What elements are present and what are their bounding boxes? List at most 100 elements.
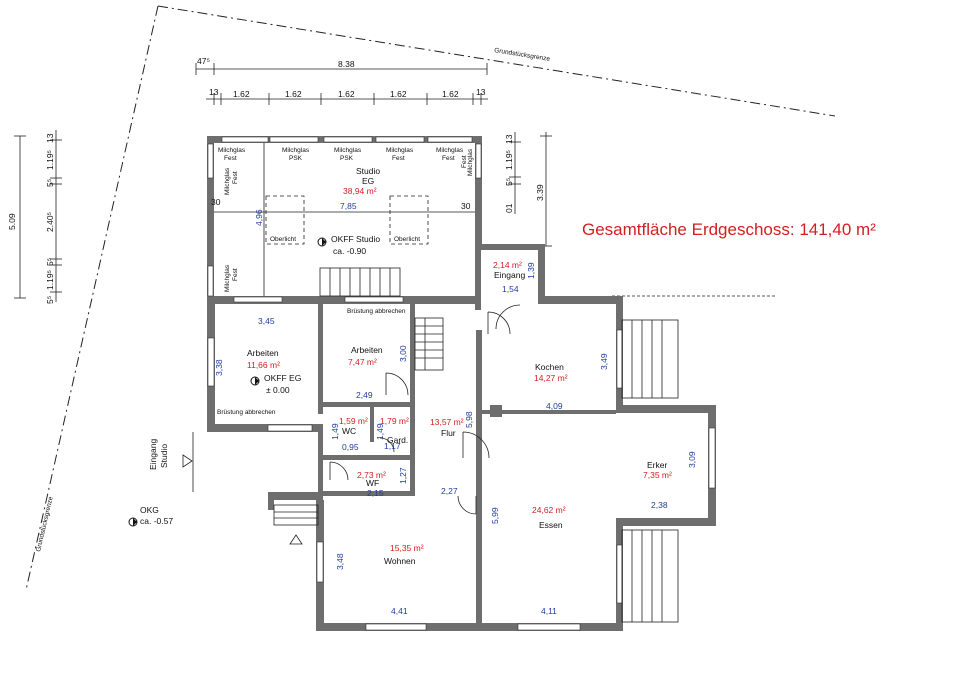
dim-studio-30b: 30 bbox=[461, 201, 471, 211]
win-label-2b: PSK bbox=[289, 155, 303, 162]
dim-right-01: 01 bbox=[504, 203, 514, 213]
wf-room: 2,73 m² WF 2,15 1,27 bbox=[357, 467, 408, 498]
okff-eg-label: OKFF EG bbox=[264, 373, 301, 383]
dim-eingang-h: 1,39 bbox=[526, 262, 536, 279]
studio-area: 38,94 m² bbox=[343, 186, 377, 196]
eingang-area: 2,14 m² bbox=[493, 260, 522, 270]
wc-room: 1,59 m² WC 1,49 0,95 bbox=[330, 416, 368, 452]
stairs bbox=[414, 317, 444, 371]
erker-room: Erker 7,35 m² 3,09 2,38 bbox=[643, 451, 697, 510]
win-label-3a: Milchglas bbox=[334, 147, 362, 154]
dim-arbeiten2-h: 3,00 bbox=[398, 345, 408, 362]
dim-top-total: 8.38 bbox=[338, 59, 355, 69]
dim-wohnen-h: 3,48 bbox=[335, 553, 345, 570]
win-label-5a: Milchglas bbox=[436, 147, 464, 154]
dim-left-total: 5.09 bbox=[7, 213, 17, 230]
left-dimensions: 5.09 13 1.19⁵ 5⁵ 2.40⁵ 5⁵ 1.19⁵ 5⁵ bbox=[7, 130, 62, 304]
eingang-studio-label: Eingang Studio bbox=[148, 439, 169, 470]
boundary-label-left: Grundstücksgrenze bbox=[35, 496, 55, 553]
bruestung-2: Brüstung abbrechen bbox=[217, 409, 276, 416]
dim-wc-w: 0,95 bbox=[342, 442, 359, 452]
win-label-6b: Fest bbox=[232, 171, 239, 184]
wf-name: WF bbox=[366, 478, 379, 488]
win-label-7b: Fest bbox=[232, 268, 239, 281]
dim-top-small: 47⁵ bbox=[197, 56, 210, 66]
essen-name: Essen bbox=[539, 520, 563, 530]
studio-room: Studio EG 38,94 m² 7,85 4,96 30 30 Oberl… bbox=[211, 166, 471, 243]
erker-area: 7,35 m² bbox=[643, 470, 672, 480]
dim-left-119b: 1.19⁵ bbox=[45, 270, 55, 290]
total-area-title: Gesamtfläche Erdgeschoss: 141,40 m² bbox=[582, 220, 876, 239]
okff-eg-value: ± 0.00 bbox=[266, 385, 290, 395]
dim-seg-1: 1.62 bbox=[233, 89, 250, 99]
kochen-name: Kochen bbox=[535, 362, 564, 372]
boundary-label-top: Grundstücksgrenze bbox=[494, 47, 551, 63]
gard-area: 1,79 m² bbox=[380, 416, 409, 426]
right-dimensions: 13 1.19⁵ 5⁵ 01 3.39 bbox=[504, 132, 552, 247]
dim-right-339: 3.39 bbox=[535, 184, 545, 201]
okg-label: OKG bbox=[140, 505, 159, 515]
eingang-studio-line2: Studio bbox=[159, 444, 169, 468]
dim-studio-30a: 30 bbox=[211, 197, 221, 207]
eingang-room: 2,14 m² Eingang 1,54 1,39 bbox=[493, 260, 536, 294]
dim-right-5: 5⁵ bbox=[504, 178, 514, 186]
dim-gard-w: 1,17 bbox=[384, 441, 401, 451]
win-label-4b: Fest bbox=[392, 155, 405, 162]
top-dimensions: 47⁵ 8.38 13 1.62 1.62 1.62 1.62 1.62 13 bbox=[195, 56, 488, 105]
dim-flur-w: 2,27 bbox=[441, 486, 458, 496]
dim-wc-h: 1,49 bbox=[330, 423, 340, 440]
dim-gard-h: 1,49 bbox=[375, 423, 385, 440]
erker-name: Erker bbox=[647, 460, 667, 470]
arbeiten1-area: 11,66 m² bbox=[247, 360, 280, 370]
studio-details bbox=[214, 143, 475, 297]
dim-essen-w: 4,11 bbox=[541, 606, 557, 616]
dim-essen-h: 5,99 bbox=[490, 507, 500, 524]
wc-area: 1,59 m² bbox=[339, 416, 368, 426]
dim-arbeiten1-w: 3,45 bbox=[258, 316, 275, 326]
oberlicht-2: Oberlicht bbox=[394, 236, 420, 243]
dim-seg-4: 1.62 bbox=[390, 89, 407, 99]
gard-room: 1,79 m² Gard. 1,17 1,49 bbox=[375, 416, 409, 451]
wf-area: 2,73 m² bbox=[357, 470, 386, 480]
dim-seg-3: 1.62 bbox=[338, 89, 355, 99]
dim-right-13: 13 bbox=[504, 134, 514, 144]
dim-right-119: 1.19⁵ bbox=[504, 150, 514, 170]
dim-arbeiten2-w: 2,49 bbox=[356, 390, 373, 400]
dim-kochen-w: 4,09 bbox=[546, 401, 563, 411]
dim-studio-h: 4,96 bbox=[254, 209, 264, 226]
windows bbox=[207, 136, 716, 631]
dim-left-5c: 5⁵ bbox=[45, 296, 55, 304]
bruestung-1: Brüstung abbrechen bbox=[347, 308, 406, 315]
dim-kochen-h: 3,49 bbox=[599, 353, 609, 370]
win-label-7a: Milchglas bbox=[224, 264, 231, 292]
gard-name: Gard. bbox=[387, 435, 408, 445]
dim-seg-13b: 13 bbox=[476, 87, 486, 97]
win-label-3b: PSK bbox=[340, 155, 354, 162]
kochen-room: Kochen 14,27 m² 3,49 4,09 bbox=[534, 353, 609, 411]
arbeiten2-area: 7,47 m² bbox=[348, 357, 377, 367]
win-label-8b: Fest bbox=[461, 155, 468, 168]
okg-value: ca. -0.57 bbox=[140, 516, 173, 526]
dim-left-5b: 5⁵ bbox=[45, 258, 55, 266]
wohnen-room: 15,35 m² Wohnen 3,48 4,41 bbox=[335, 543, 424, 616]
dim-left-5a: 5⁵ bbox=[45, 179, 55, 187]
dim-left-240: 2.40⁵ bbox=[45, 212, 55, 232]
doors bbox=[329, 304, 521, 515]
win-label-8a: Milchglas bbox=[467, 148, 474, 176]
oberlicht-1: Oberlicht bbox=[270, 236, 296, 243]
dim-flur-h: 5,98 bbox=[464, 411, 474, 428]
studio-name: Studio bbox=[356, 166, 380, 176]
arbeiten1-name: Arbeiten bbox=[247, 348, 279, 358]
win-label-5b: Fest bbox=[442, 155, 455, 162]
eingang-studio-line1: Eingang bbox=[148, 439, 158, 470]
dim-erker-h: 3,09 bbox=[687, 451, 697, 468]
level-markers: OKFF Studio ca. -0.90 OKFF EG ± 0.00 OKG… bbox=[128, 234, 380, 527]
dim-left-13: 13 bbox=[45, 133, 55, 143]
dim-seg-13a: 13 bbox=[209, 87, 219, 97]
essen-room: 24,62 m² Essen 5,99 4,11 bbox=[490, 505, 566, 616]
dim-wf-h: 1,27 bbox=[398, 467, 408, 484]
kochen-area: 14,27 m² bbox=[534, 373, 568, 383]
studio-level: EG bbox=[362, 176, 374, 186]
terrace-steps bbox=[182, 319, 679, 623]
